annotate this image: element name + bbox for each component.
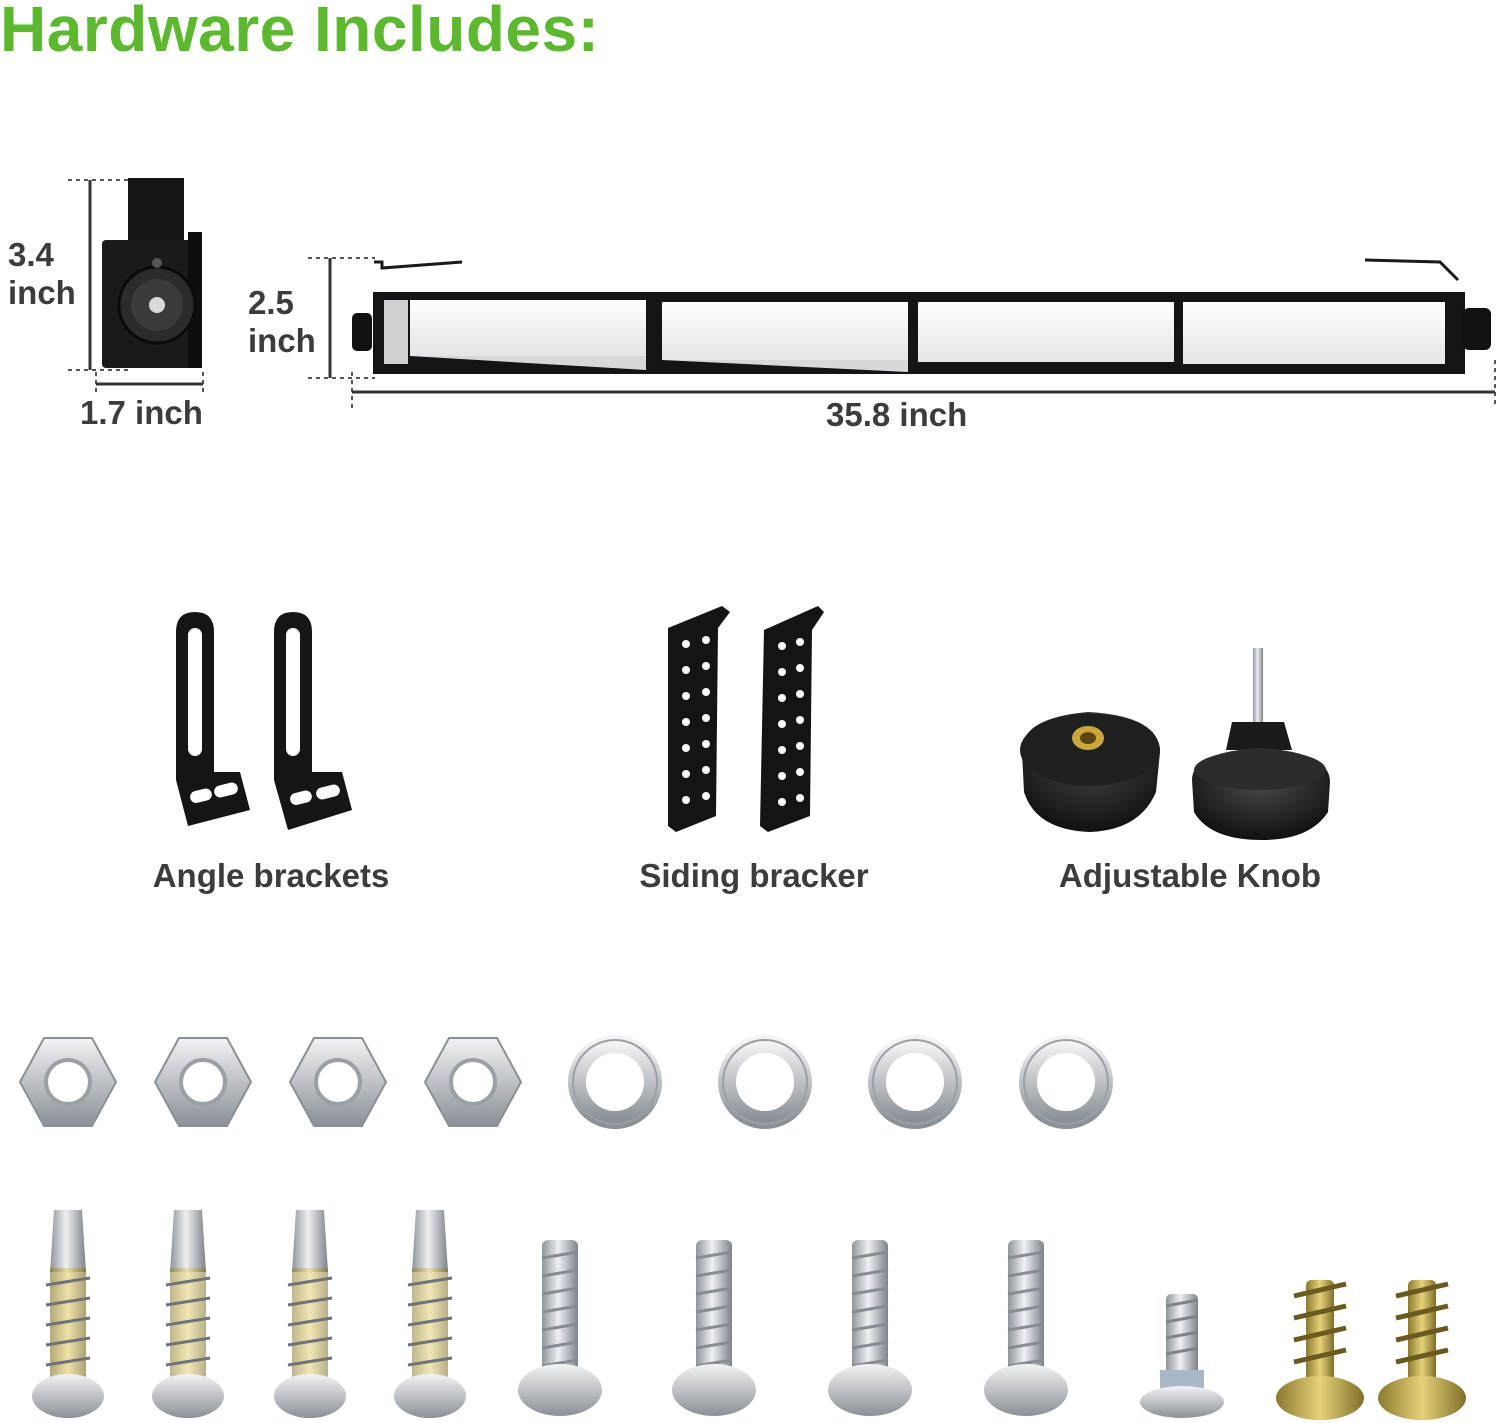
page-title: Hardware Includes: — [0, 0, 600, 65]
side-bracket-image — [68, 178, 204, 395]
siding-brackets-image — [668, 606, 824, 832]
mirror-height-unit: inch — [248, 322, 316, 359]
bracket-width-label: 1.7 inch — [80, 394, 203, 431]
mirror-length-label: 35.8 inch — [826, 396, 968, 433]
mirror-height-value: 2.5 — [248, 284, 294, 321]
nuts-and-washers-image — [18, 1035, 1113, 1129]
siding-bracker-label: Siding bracker — [639, 857, 869, 894]
screws-image — [32, 1210, 1466, 1420]
angle-brackets-image — [176, 612, 352, 830]
adjustable-knob-label: Adjustable Knob — [1058, 857, 1322, 894]
mirror-bar-image — [308, 257, 1496, 408]
bracket-height-unit: inch — [8, 274, 76, 311]
bracket-height-value: 3.4 — [8, 236, 54, 273]
adjustable-knobs-image — [1020, 648, 1330, 840]
angle-brackets-label: Angle brackets — [152, 857, 390, 894]
